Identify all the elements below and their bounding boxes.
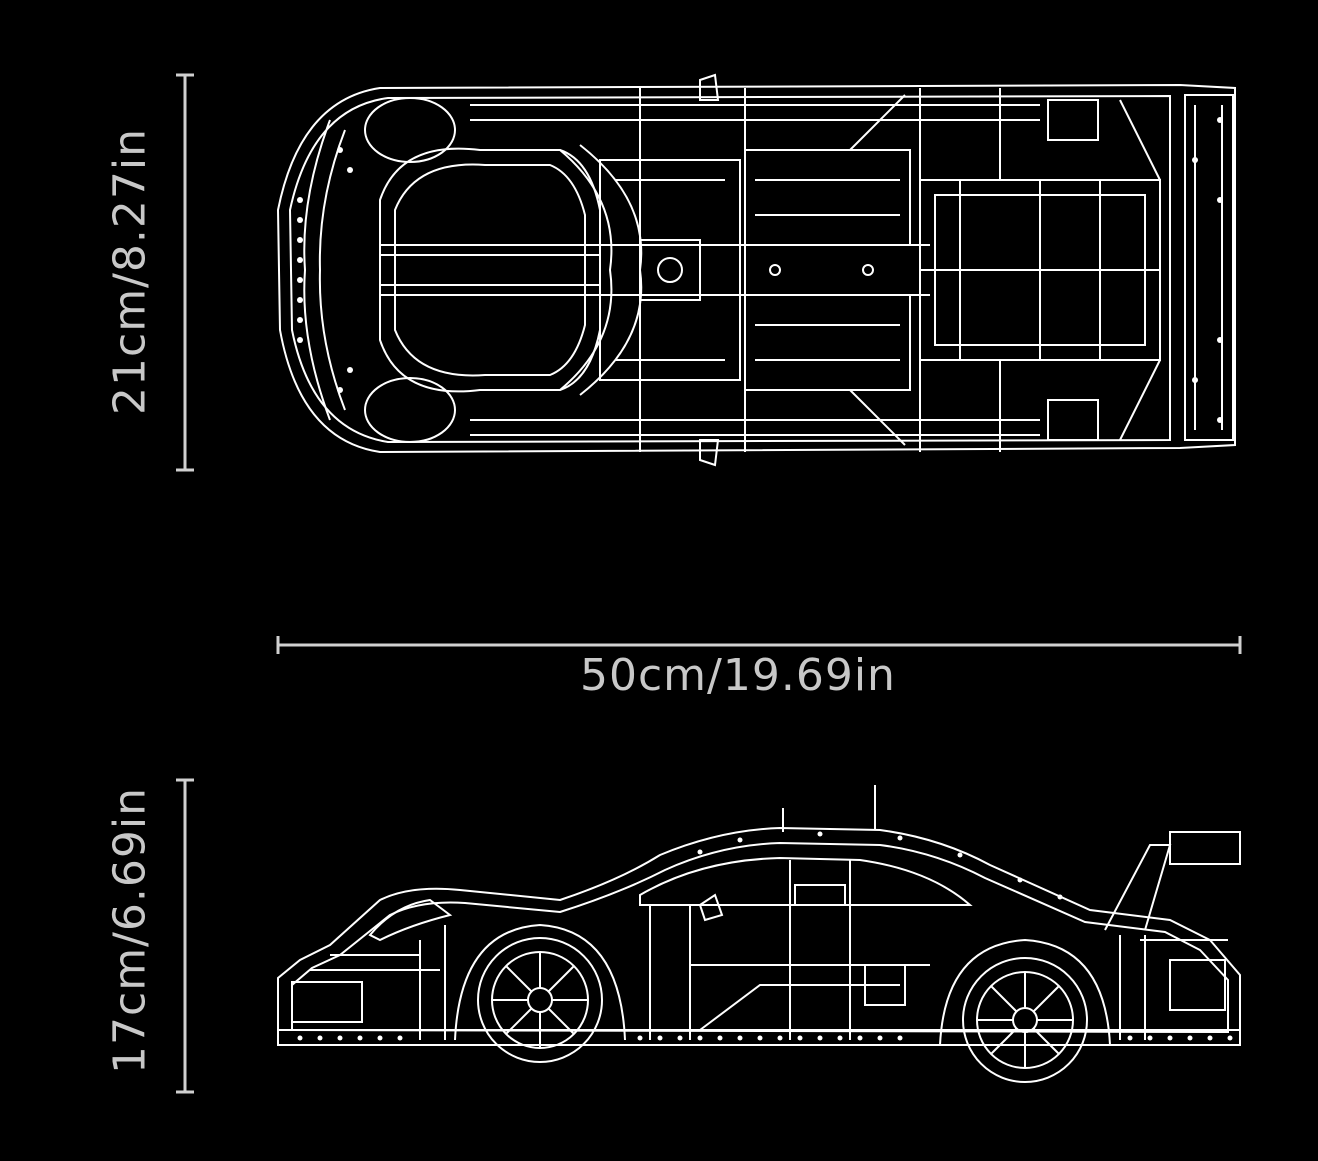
car-top-view: [276, 73, 1236, 467]
dimension-line-top-height: [176, 73, 194, 472]
dimension-line-side-height: [176, 778, 194, 1094]
height-label-side-view: 17cm/6.69in: [104, 787, 156, 1074]
length-label: 50cm/19.69in: [580, 650, 896, 701]
car-side-view-studs: [297, 831, 1233, 1041]
car-side-view: [277, 785, 1241, 1083]
car-top-view-studs: [297, 117, 1223, 423]
height-label-top-view: 21cm/8.27in: [104, 128, 156, 415]
dimension-line-length: [276, 636, 1242, 654]
